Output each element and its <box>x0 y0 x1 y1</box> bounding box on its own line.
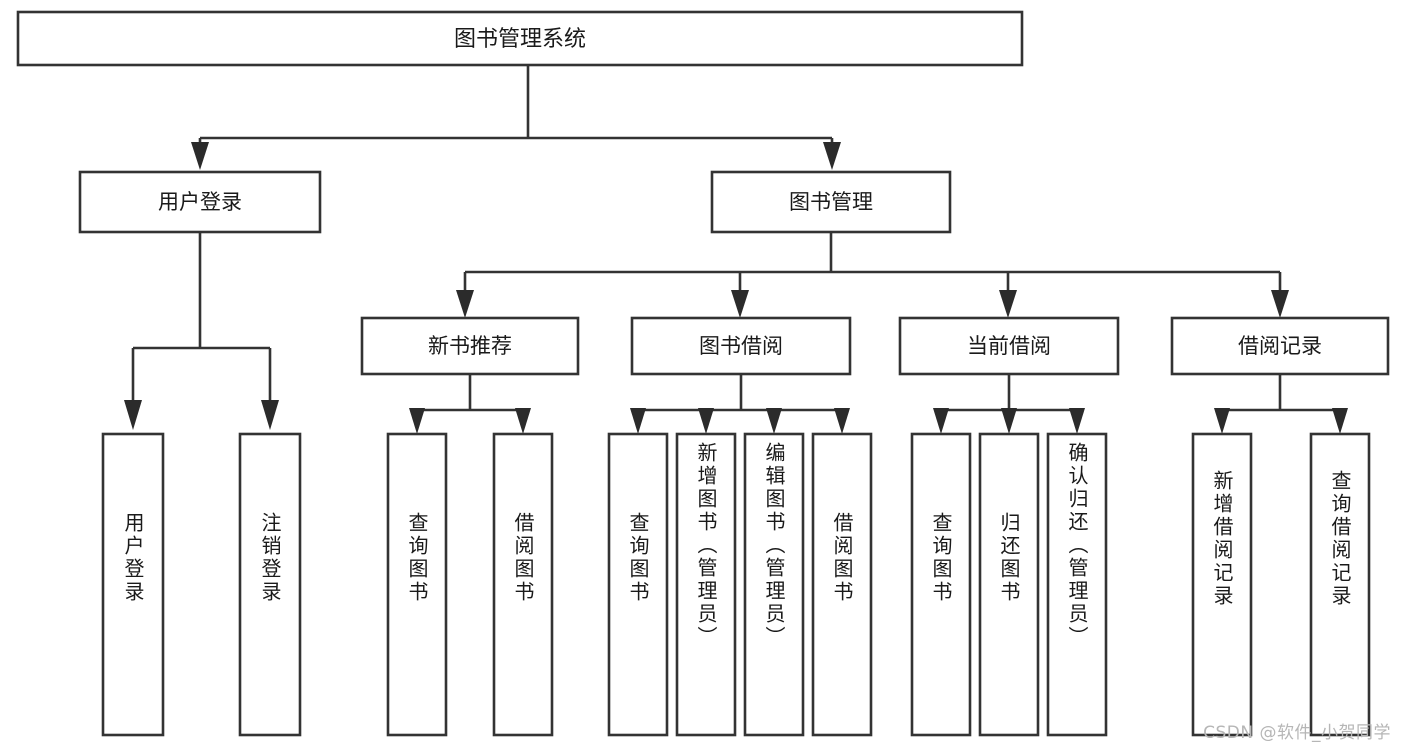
node-user-login-label: 用户登录 <box>158 190 242 214</box>
node-user-login[interactable]: 用户登录 <box>78 170 322 234</box>
leaf-edit-book-box[interactable] <box>743 432 805 737</box>
leaf-add-book-box[interactable] <box>675 432 737 737</box>
arrow-to-leaf-confirm-return <box>1069 408 1085 434</box>
leaf-query-book-1-box[interactable] <box>386 432 448 737</box>
leaf-confirm-return-box[interactable] <box>1046 432 1108 737</box>
node-user-login-box[interactable] <box>78 170 322 234</box>
arrow-to-leaf-add-record <box>1214 408 1230 434</box>
node-root-box[interactable] <box>16 10 1024 67</box>
node-book-borrow[interactable]: 图书借阅 <box>630 316 852 376</box>
leaf-user-logout-box[interactable] <box>238 432 302 737</box>
arrow-to-leaf-edit-book <box>766 408 782 434</box>
leaf-query-book-3-box[interactable] <box>910 432 972 737</box>
arrow-to-leaf-query-book-1 <box>409 408 425 434</box>
arrow-to-current-borrow <box>999 290 1017 318</box>
arrow-to-leaf-query-record <box>1332 408 1348 434</box>
arrow-to-leaf-user-login <box>124 400 142 430</box>
leaf-user-login-box[interactable] <box>101 432 165 737</box>
leaf-add-record-box[interactable] <box>1191 432 1253 737</box>
connector-root-to-level2 <box>191 65 841 170</box>
arrow-to-user-login <box>191 142 209 170</box>
arrow-to-leaf-add-book <box>698 408 714 434</box>
node-current-borrow[interactable]: 当前借阅 <box>898 316 1120 376</box>
csdn-watermark: CSDN @软件_小贺同学 <box>1203 723 1391 743</box>
leaf-borrow-book-2-box[interactable] <box>811 432 873 737</box>
arrow-to-borrow-record <box>1271 290 1289 318</box>
connector-borrow-record-to-leaves <box>1214 374 1348 434</box>
node-current-borrow-box[interactable] <box>898 316 1120 376</box>
connector-current-borrow-to-leaves <box>933 374 1085 434</box>
node-book-manage-label: 图书管理 <box>789 190 873 214</box>
leaf-query-record-box[interactable] <box>1309 432 1371 737</box>
node-book-manage[interactable]: 图书管理 <box>710 170 952 234</box>
node-new-book-recommend-box[interactable] <box>360 316 580 376</box>
arrow-to-leaf-borrow-book-2 <box>834 408 850 434</box>
node-borrow-record[interactable]: 借阅记录 <box>1170 316 1390 376</box>
node-borrow-record-label: 借阅记录 <box>1238 334 1322 358</box>
node-new-book-recommend[interactable]: 新书推荐 <box>360 316 580 376</box>
arrow-to-new-book-recommend <box>456 290 474 318</box>
node-root[interactable]: 图书管理系统 <box>16 10 1024 67</box>
connector-book-manage-to-level3 <box>456 232 1289 318</box>
arrow-to-leaf-return-book <box>1001 408 1017 434</box>
arrow-to-leaf-query-book-3 <box>933 408 949 434</box>
leaf-query-book-2-box[interactable] <box>607 432 669 737</box>
node-new-book-recommend-label: 新书推荐 <box>428 334 512 358</box>
connector-user-login-to-leaves <box>124 232 279 430</box>
arrow-to-leaf-user-logout <box>261 400 279 430</box>
arrow-to-book-borrow <box>731 290 749 318</box>
arrow-to-leaf-borrow-book-1 <box>515 408 531 434</box>
node-root-label: 图书管理系统 <box>454 27 586 52</box>
connector-book-borrow-to-leaves <box>630 374 850 434</box>
connector-new-book-recommend-to-leaves <box>409 374 531 434</box>
arrow-to-book-manage <box>823 142 841 170</box>
leaf-return-book-box[interactable] <box>978 432 1040 737</box>
node-book-borrow-label: 图书借阅 <box>699 334 783 358</box>
node-current-borrow-label: 当前借阅 <box>967 334 1051 358</box>
leaf-borrow-book-1-box[interactable] <box>492 432 554 737</box>
arrow-to-leaf-query-book-2 <box>630 408 646 434</box>
